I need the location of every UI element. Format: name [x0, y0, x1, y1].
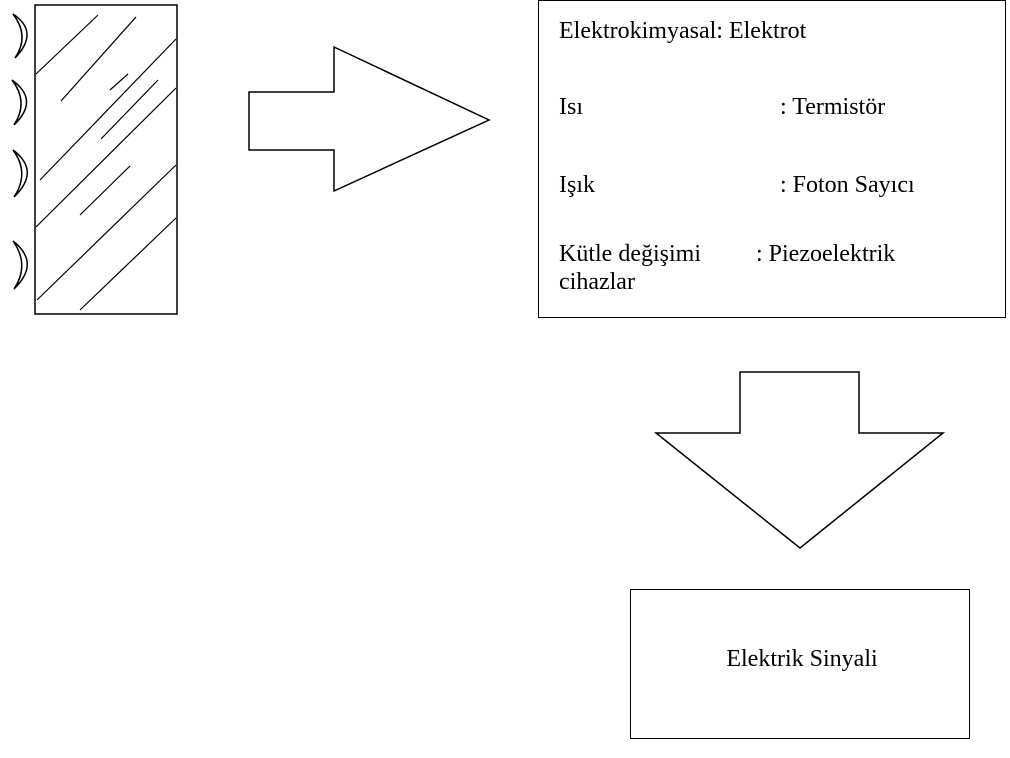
down-arrow	[653, 371, 946, 549]
signal-type-label: Kütle değişimi cihazlar	[559, 241, 701, 295]
device-label: : Termistör	[780, 94, 886, 120]
output-box: Elektrik Sinyali	[630, 589, 970, 739]
signal-type-label: Elektrokimyasal	[559, 18, 717, 44]
transducer-box: Elektrokimyasal: Elektrot Isı : Termistö…	[538, 0, 1006, 318]
transducer-row: Elektrokimyasal: Elektrot	[559, 17, 806, 45]
sensor-body	[34, 4, 178, 315]
transducer-row: Isı : Termistör	[559, 93, 999, 121]
output-label: Elektrik Sinyali	[726, 646, 878, 672]
sensor-element	[11, 4, 178, 315]
crescent-1	[12, 13, 28, 59]
device-label: : Elektrot	[716, 18, 807, 44]
signal-type-label: Işık	[559, 172, 595, 198]
crescent-4	[12, 240, 28, 290]
crescent-3	[12, 149, 28, 198]
transducer-row: Işık : Foton Sayıcı	[559, 171, 999, 199]
crescent-2	[11, 79, 28, 126]
right-arrow	[248, 45, 491, 193]
bioreceptor-crescents	[11, 13, 28, 290]
transducer-row: Kütle değişimi cihazlar : Piezoelektrik	[559, 240, 999, 296]
sensor-hatching	[35, 14, 177, 311]
device-label: : Foton Sayıcı	[780, 172, 915, 198]
device-label: : Piezoelektrik	[756, 241, 896, 267]
signal-type-label: Isı	[559, 94, 583, 120]
